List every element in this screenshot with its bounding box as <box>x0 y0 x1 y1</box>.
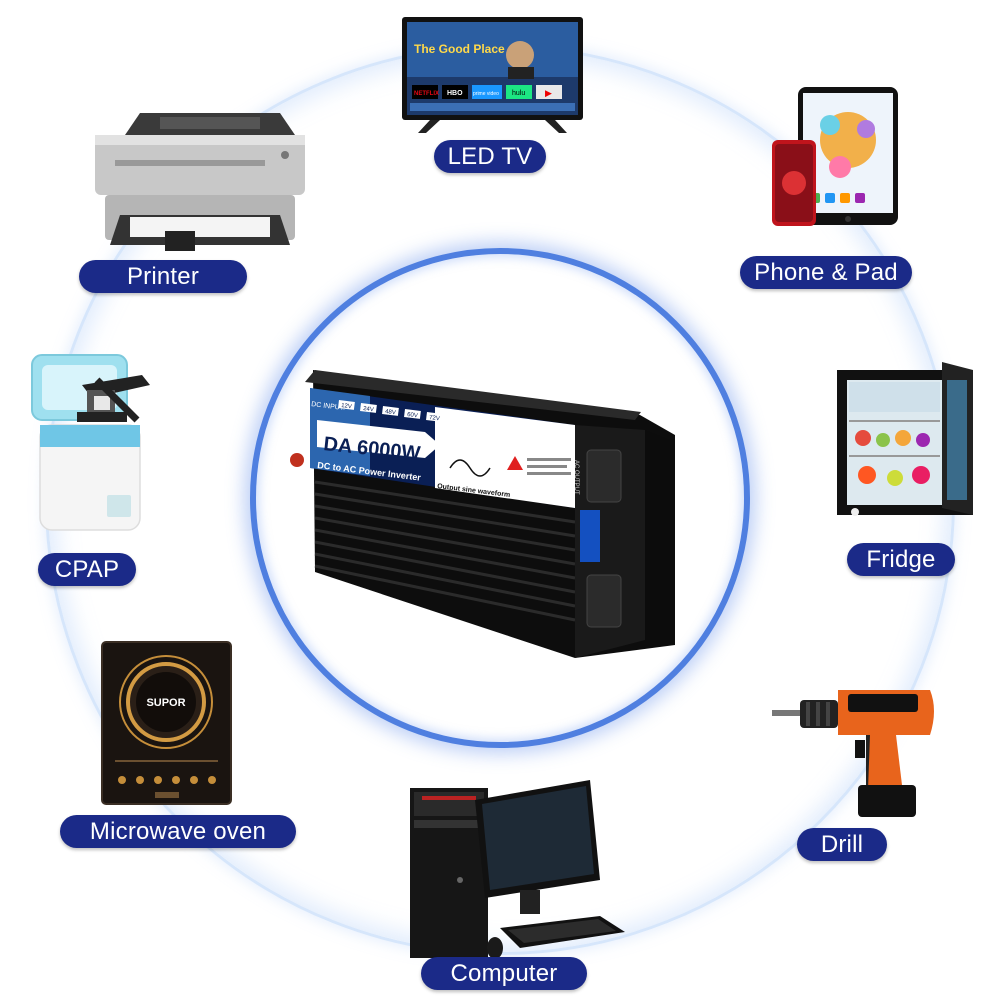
voltage-24v: 24V <box>363 406 374 413</box>
label-phone-pad: Phone & Pad <box>740 256 912 289</box>
label-cpap: CPAP <box>38 553 136 586</box>
cooktop-icon: SUPOR <box>101 641 232 805</box>
voltage-badges: 12V 24V 48V 60V 72V <box>338 400 443 422</box>
tv-app-netflix: NETFLIX <box>414 91 439 97</box>
voltage-48v: 48V <box>385 409 396 416</box>
led-tv-icon: The Good Place NETFLIX HBO prime video h… <box>402 17 583 133</box>
label-printer: Printer <box>79 260 247 293</box>
drill-icon <box>772 690 934 817</box>
phone-pad-icon <box>772 87 898 226</box>
label-computer: Computer <box>421 957 587 990</box>
fridge-icon <box>837 362 973 516</box>
cpap-icon <box>31 354 150 531</box>
label-led-tv: LED TV <box>434 140 546 173</box>
voltage-72v: 72V <box>429 415 440 422</box>
inverter-input-prefix: DC INPUT: <box>311 401 346 412</box>
voltage-12v: 12V <box>341 403 352 410</box>
voltage-60v: 60V <box>407 412 418 419</box>
printer-icon <box>95 113 305 251</box>
tv-app-hulu: hulu <box>512 90 525 97</box>
label-microwave: Microwave oven <box>60 815 296 848</box>
computer-icon <box>410 780 625 959</box>
tv-app-hbo: HBO <box>447 90 463 97</box>
cooktop-brand: SUPOR <box>146 697 185 709</box>
inverter-ac-output: AC OUTPUT <box>573 460 579 495</box>
tv-app-prime: prime video <box>473 91 499 97</box>
tv-show-title: The Good Place <box>414 42 505 56</box>
tv-app-youtube: ▶ <box>545 88 552 98</box>
label-drill: Drill <box>797 828 887 861</box>
label-fridge: Fridge <box>847 543 955 576</box>
inverter-image: DA 6000W DC INPUT: 12V 24V 48V 60V 72V D… <box>290 370 675 658</box>
